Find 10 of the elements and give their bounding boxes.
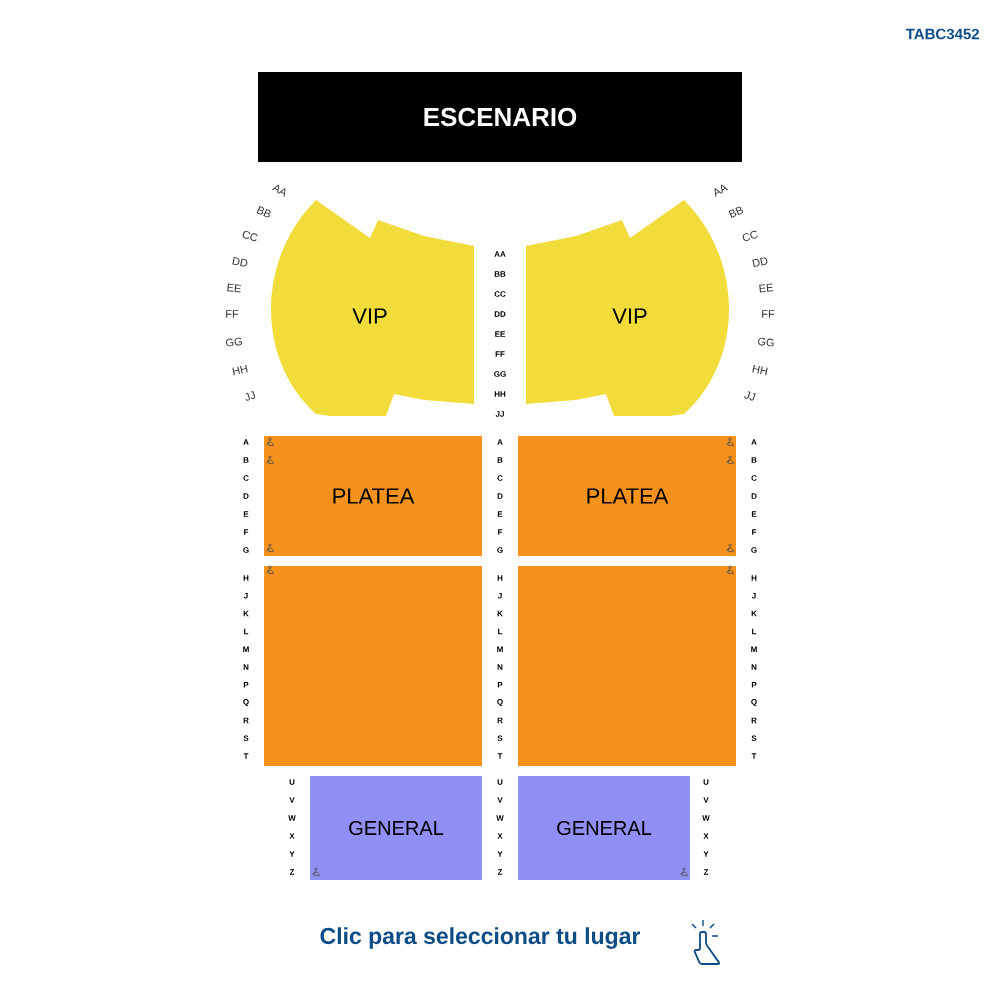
seating-section — [518, 566, 736, 766]
seating-section: VIP — [271, 200, 474, 416]
seating-section: PLATEA — [518, 436, 736, 556]
stage: ESCENARIO — [258, 72, 742, 162]
instruction-text: Clic para seleccionar tu lugar — [320, 927, 641, 949]
seating-section: GENERAL — [310, 776, 482, 880]
seating-section: GENERAL — [518, 776, 690, 880]
seating-section: PLATEA — [264, 436, 482, 556]
seating-section: VIP — [526, 200, 729, 416]
seating-section — [264, 566, 482, 766]
